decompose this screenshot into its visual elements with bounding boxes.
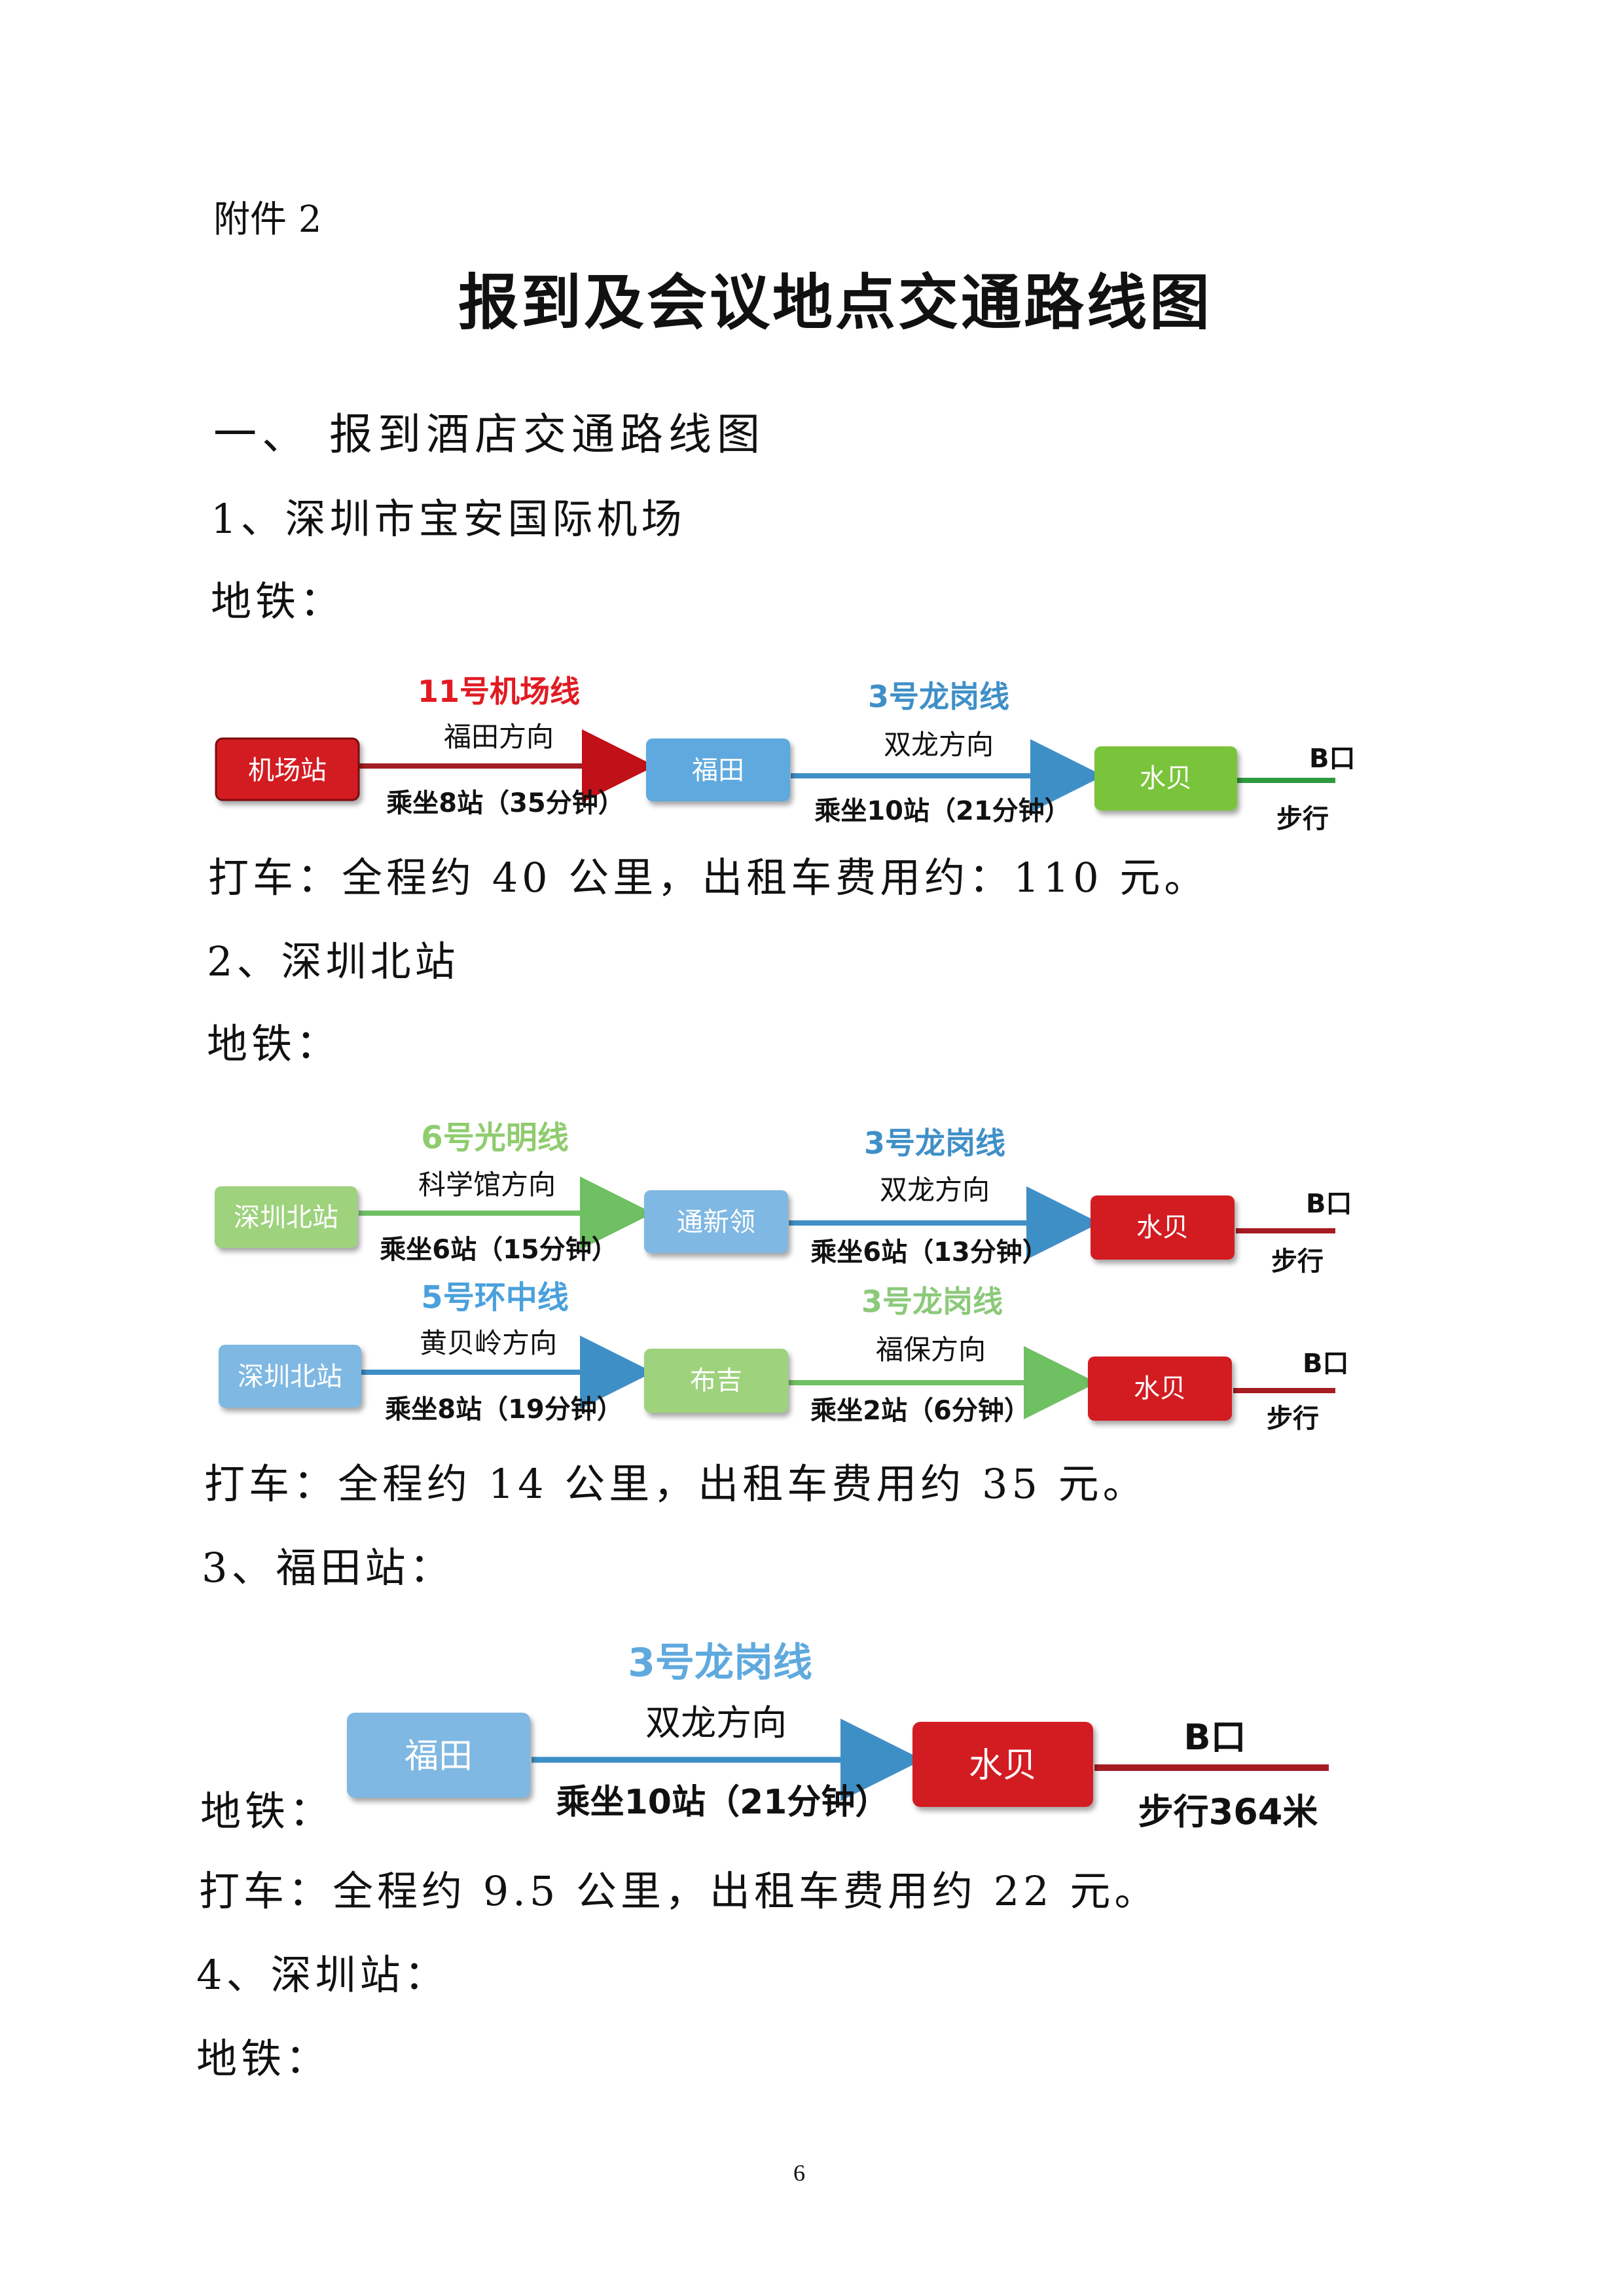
s2b-dir2: 福保方向 (876, 1334, 986, 1366)
s1-mid-box (646, 738, 790, 801)
s2b-start: 深圳北站 (238, 1362, 342, 1392)
s4-heading: 4、深圳站： (196, 1951, 449, 1999)
s2-heading: 2、深圳北站 (207, 938, 460, 985)
s2b-mid-box (644, 1349, 788, 1413)
s2a-exit: B口 (1306, 1189, 1352, 1219)
s1-line2: 3号龙岗线 (868, 679, 1009, 714)
s3-end: 水贝 (969, 1746, 1037, 1785)
s3-line: 3号龙岗线 (628, 1640, 812, 1686)
s3-taxi: 打车：全程约 9.5 公里，出租车费用约 22 元。 (199, 1867, 1159, 1915)
s1-route: 机场站 福田 水贝 11号机场线 福田方向 乘坐8站（35分钟） 3号龙岗线 双… (215, 674, 1356, 834)
s1-end-box (1094, 746, 1237, 811)
s1-walk: 步行 (1276, 804, 1329, 834)
s2b-ride2: 乘坐2站（6分钟） (810, 1396, 1030, 1426)
s1-taxi: 打车：全程约 40 公里，出租车费用约：110 元。 (208, 854, 1209, 902)
s1-ride2: 乘坐10站（21分钟） (814, 796, 1070, 826)
s1-metro-label: 地铁： (211, 577, 345, 625)
s3-metro-label: 地铁： (200, 1787, 334, 1835)
s2a-mid: 通新领 (677, 1207, 755, 1237)
s2b-dir1: 黄贝岭方向 (420, 1327, 557, 1359)
s2b-end-box (1088, 1357, 1232, 1421)
s3-end-box (912, 1722, 1093, 1807)
s1-mid: 福田 (692, 756, 744, 786)
s1-line1: 11号机场线 (418, 674, 580, 709)
s1-heading: 1、深圳市宝安国际机场 (211, 495, 686, 543)
s2a-ride2: 乘坐6站（13分钟） (810, 1237, 1049, 1267)
s2-taxi: 打车：全程约 14 公里，出租车费用约 35 元。 (204, 1460, 1147, 1508)
s2b-line1: 5号环中线 (421, 1279, 568, 1316)
s2b-exit: B口 (1303, 1349, 1349, 1379)
s2a-start: 深圳北站 (234, 1203, 338, 1233)
attachment-label: 附件 2 (213, 198, 322, 241)
s2b-line2: 3号龙岗线 (861, 1284, 1003, 1319)
s2a-end: 水贝 (1136, 1212, 1189, 1243)
s3-exit: B口 (1183, 1717, 1246, 1758)
s2a-ride1: 乘坐6站（15分钟） (380, 1235, 618, 1265)
s2-routeB: 深圳北站 布吉 水贝 5号环中线 黄贝岭方向 乘坐8站（19分钟） 3号龙岗线 … (219, 1279, 1349, 1434)
s4-metro-label: 地铁： (196, 2035, 331, 2083)
s2b-mid: 布吉 (690, 1366, 742, 1396)
s3-dir: 双龙方向 (645, 1702, 787, 1743)
s2-metro-label: 地铁： (207, 1020, 341, 1068)
s2b-ride1: 乘坐8站（19分钟） (385, 1394, 623, 1425)
s3-walk: 步行364米 (1138, 1791, 1318, 1832)
s2a-dir1: 科学馆方向 (418, 1169, 556, 1201)
s1-ride1: 乘坐8站（35分钟） (386, 788, 624, 818)
s3-start-box (347, 1713, 530, 1798)
s1-exit: B口 (1309, 744, 1356, 774)
s2a-start-box (215, 1186, 357, 1248)
s1-start-box (215, 737, 360, 801)
s2a-line1: 6号光明线 (421, 1120, 568, 1156)
s2-routeA: 深圳北站 通新领 水贝 6号光明线 科学馆方向 乘坐6站（15分钟） 3号龙岗线… (215, 1120, 1352, 1277)
s2b-walk: 步行 (1267, 1404, 1319, 1434)
s1-dir1: 福田方向 (444, 721, 554, 753)
s3-heading: 3、福田站： (202, 1544, 454, 1592)
s2a-end-box (1091, 1195, 1235, 1260)
s3-route: 福田 水贝 3号龙岗线 双龙方向 乘坐10站（21分钟） B口 步行364米 (347, 1640, 1329, 1832)
s1-dir2: 双龙方向 (884, 729, 994, 761)
section-heading: 一、 报到酒店交通路线图 (213, 409, 765, 460)
s2a-line2: 3号龙岗线 (864, 1125, 1005, 1161)
s3-start: 福田 (405, 1737, 473, 1776)
s1-start: 机场站 (248, 756, 327, 786)
s2b-start-box (219, 1345, 361, 1408)
page-title: 报到及会议地点交通路线图 (458, 268, 1213, 338)
s3-ride: 乘坐10站（21分钟） (556, 1783, 890, 1822)
s2b-end: 水贝 (1134, 1374, 1186, 1404)
s1-end: 水贝 (1140, 763, 1192, 793)
s2a-dir2: 双龙方向 (880, 1174, 990, 1206)
s2a-walk: 步行 (1271, 1247, 1324, 1277)
page-number: 6 (793, 2160, 805, 2186)
s2a-mid-box (644, 1190, 788, 1253)
